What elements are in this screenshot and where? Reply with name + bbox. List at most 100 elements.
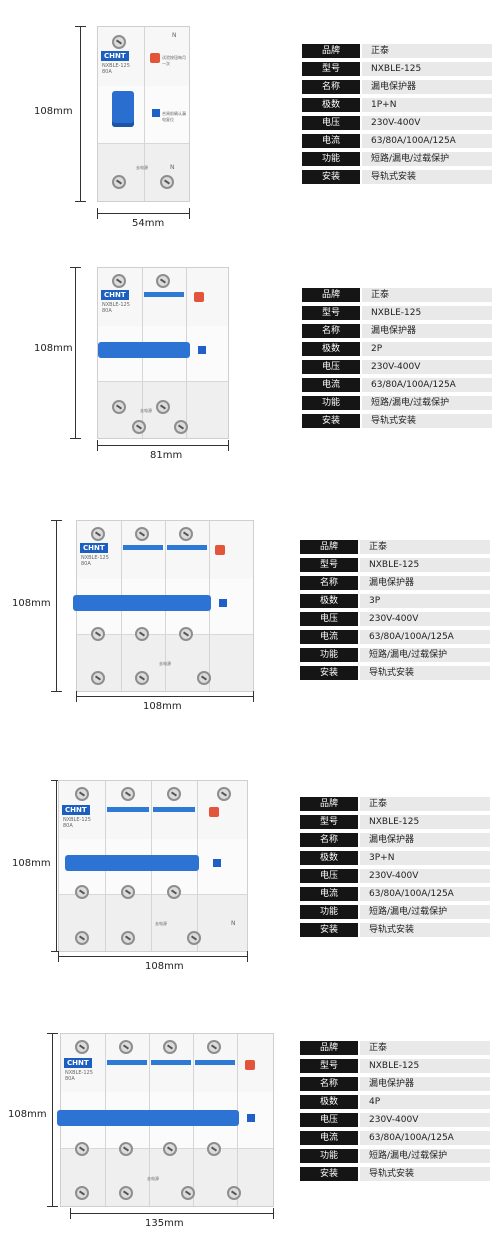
spec-label: 安装 <box>302 414 360 428</box>
spec-row: 品牌正泰 <box>300 797 490 811</box>
product-section-3p-n: 108mm CHNT NXBLE-125 80A N 去电源 108mm 品牌正… <box>0 760 500 990</box>
breaker-part: NXBLE-125 <box>102 302 130 308</box>
terminal-screw-icon <box>179 527 193 541</box>
terminal-screw-icon <box>121 787 135 801</box>
spec-value: 3P <box>358 594 490 608</box>
test-button-icon <box>150 53 160 63</box>
spec-value: 1P+N <box>360 98 492 112</box>
test-button-icon <box>245 1060 255 1070</box>
breaker-part: N <box>231 920 236 927</box>
terminal-screw-icon <box>156 400 170 414</box>
product-section-3p: 108mm CHNT NXBLE-125 80A 去电源 108mm 品牌正泰 … <box>0 490 500 740</box>
width-dimension-line <box>97 208 190 219</box>
height-dimension-label: 108mm <box>8 1109 47 1120</box>
spec-label: 极数 <box>300 851 358 865</box>
terminal-screw-icon <box>227 1186 241 1200</box>
height-dimension-line <box>75 26 86 202</box>
breaker-image: CHNT NXBLE-125 80A 去电源 <box>97 267 229 439</box>
terminal-screw-icon <box>121 931 135 945</box>
spec-label: 极数 <box>300 594 358 608</box>
spec-label: 型号 <box>300 1059 358 1073</box>
terminal-screw-icon <box>75 787 89 801</box>
spec-value: 63/80A/100A/125A <box>358 630 490 644</box>
spec-row: 功能短路/漏电/过载保护 <box>302 152 492 166</box>
terminal-screw-icon <box>132 420 146 434</box>
terminal-screw-icon <box>75 1040 89 1054</box>
reset-indicator-icon <box>247 1114 255 1122</box>
spec-value: 63/80A/100A/125A <box>360 378 492 392</box>
spec-label: 电流 <box>302 378 360 392</box>
breaker-part: 合闸前确认漏电复位 <box>162 111 186 122</box>
spec-label: 功能 <box>300 648 358 662</box>
spec-row: 功能短路/漏电/过载保护 <box>302 396 492 410</box>
spec-row: 品牌正泰 <box>300 1041 490 1055</box>
spec-label: 品牌 <box>300 540 358 554</box>
spec-value: 230V-400V <box>358 869 490 883</box>
spec-label: 品牌 <box>302 44 360 58</box>
brand-logo: CHNT <box>80 543 108 553</box>
toggle-handle <box>65 855 199 871</box>
spec-label: 名称 <box>302 324 360 338</box>
spec-value: 正泰 <box>358 797 490 811</box>
width-dimension-line <box>76 691 254 702</box>
terminal-screw-icon <box>112 274 126 288</box>
width-dimension-label: 135mm <box>145 1218 184 1229</box>
breaker-part <box>144 292 184 297</box>
spec-label: 型号 <box>302 306 360 320</box>
spec-value: 导轨式安装 <box>358 1167 490 1181</box>
spec-label: 电流 <box>302 134 360 148</box>
breaker-part <box>59 893 247 951</box>
terminal-screw-icon <box>112 175 126 189</box>
terminal-screw-icon <box>167 885 181 899</box>
spec-label: 功能 <box>302 152 360 166</box>
spec-label: 电压 <box>300 612 358 626</box>
breaker-part: 去电源 <box>159 661 171 666</box>
spec-value: 230V-400V <box>358 1113 490 1127</box>
reset-indicator-icon <box>198 346 206 354</box>
breaker-part <box>167 545 207 550</box>
spec-value: NXBLE-125 <box>360 306 492 320</box>
breaker-part: NXBLE-125 <box>102 63 130 69</box>
reset-indicator-icon <box>213 859 221 867</box>
test-button-icon <box>209 807 219 817</box>
spec-row: 安装导轨式安装 <box>300 1167 490 1181</box>
spec-row: 名称漏电保护器 <box>300 833 490 847</box>
spec-value: 230V-400V <box>360 116 492 130</box>
breaker-part: N <box>172 32 177 39</box>
breaker-part: N <box>170 164 175 171</box>
spec-row: 品牌正泰 <box>302 288 492 302</box>
terminal-screw-icon <box>163 1142 177 1156</box>
spec-value: 漏电保护器 <box>358 1077 490 1091</box>
spec-value: 漏电保护器 <box>358 833 490 847</box>
spec-label: 电压 <box>302 360 360 374</box>
spec-row: 功能短路/漏电/过载保护 <box>300 648 490 662</box>
terminal-screw-icon <box>119 1142 133 1156</box>
breaker-part <box>151 1060 191 1065</box>
breaker-part: NXBLE-125 <box>81 555 109 561</box>
spec-value: 4P <box>358 1095 490 1109</box>
breaker-part: 80A <box>65 1076 75 1082</box>
breaker-image: CHNT NXBLE-125 80A 去电源 <box>73 520 254 692</box>
product-section-4p: 108mm CHNT NXBLE-125 80A 去电源 135mm 品牌正泰 … <box>0 1015 500 1234</box>
spec-label: 品牌 <box>302 288 360 302</box>
spec-label: 电流 <box>300 630 358 644</box>
terminal-screw-icon <box>135 527 149 541</box>
spec-label: 名称 <box>302 80 360 94</box>
terminal-screw-icon <box>207 1142 221 1156</box>
spec-value: 短路/漏电/过载保护 <box>360 396 492 410</box>
terminal-screw-icon <box>179 627 193 641</box>
